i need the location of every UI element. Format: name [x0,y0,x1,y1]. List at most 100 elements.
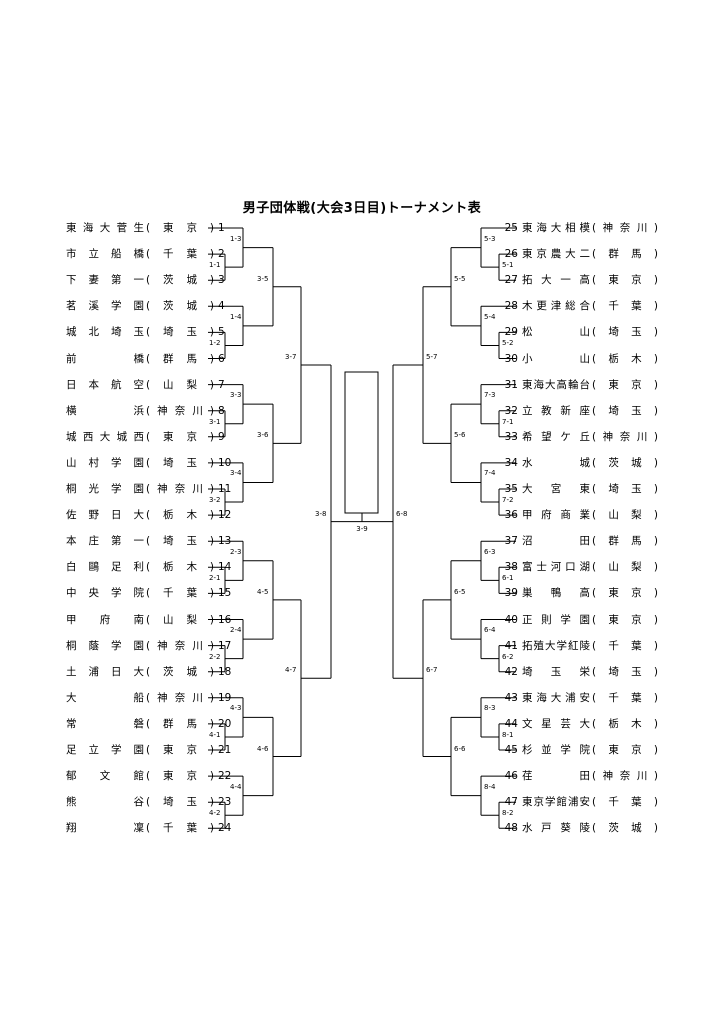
team-name: 小山 [522,352,590,365]
team-prefecture: (東京) [592,744,658,756]
team-name: 杉並学院 [522,744,590,756]
match-label: 6-2 [502,652,514,661]
match-label: 3-9 [356,524,368,533]
team-prefecture: (埼玉) [146,535,214,548]
team-prefecture: (山梨) [146,378,214,391]
team-seed: 35 [504,483,518,495]
team-entry: 足立学園(東京)21 [66,743,231,757]
team-name: 日本航空 [66,378,144,391]
team-entry: 日本航空(山梨)7 [66,378,225,392]
team-entry: 市立船橋(千葉)2 [66,247,225,261]
team-seed: 16 [218,613,232,626]
team-name: 立教新座 [522,404,590,417]
team-prefecture: (千葉) [146,248,214,261]
team-entry: 中央学院(千葉)15 [66,586,231,600]
team-prefecture: (東京) [592,613,658,626]
team-prefecture: (山梨) [592,561,658,574]
match-label: 2-4 [230,626,242,635]
team-seed: 30 [504,352,518,365]
match-label: 1-1 [209,261,221,270]
team-prefecture: (神奈川) [146,691,214,704]
match-label: 5-4 [484,312,496,321]
team-prefecture: (群馬) [146,717,214,730]
team-name: 希望ケ丘 [522,430,590,443]
team-seed: 34 [504,456,518,469]
team-entry: 茗溪学園(茨城)4 [66,299,225,313]
team-seed: 37 [504,535,518,548]
match-label: 1-3 [230,234,242,243]
team-prefecture: (埼玉) [592,404,658,417]
team-prefecture: (東京) [146,430,214,443]
team-seed: 48 [504,822,518,835]
team-prefecture: (千葉) [592,639,658,652]
team-prefecture: (東京) [146,222,214,234]
team-seed: 31 [504,378,518,391]
match-label: 4-2 [209,809,221,818]
team-prefecture: (神奈川) [146,483,214,495]
team-prefecture: (千葉) [592,796,658,809]
team-entry: 城北埼玉(埼玉)5 [66,325,225,339]
team-prefecture: (群馬) [592,535,658,548]
team-seed: 18 [218,665,232,678]
match-label: 7-1 [502,417,514,426]
team-name: 正則学園 [522,613,590,626]
match-label: 5-3 [484,234,496,243]
team-name: 水戸葵陵 [522,822,590,835]
match-label: 3-7 [285,353,297,362]
team-name: 東京学館浦安 [522,796,590,809]
team-name: 拓大一高 [522,274,590,287]
team-name: 白鷗足利 [66,561,144,574]
match-label: 4-1 [209,730,221,739]
team-seed: 46 [504,770,518,783]
team-name: 城西大城西 [66,430,144,443]
team-prefecture: (茨城) [592,456,658,469]
team-prefecture: (茨城) [146,665,214,678]
team-name: 東京農大二 [522,248,590,261]
team-name: 足立学園 [66,744,144,756]
team-entry: 郁文館(東京)22 [66,769,231,783]
team-prefecture: (埼玉) [592,665,658,678]
match-label: 4-4 [230,782,242,791]
team-entry: 本庄第一(埼玉)13 [66,534,231,548]
team-prefecture: (栃木) [146,509,214,522]
match-label: 3-1 [209,417,221,426]
team-seed: 43 [504,691,518,704]
team-entry: 白鷗足利(栃木)14 [66,560,231,574]
team-seed: 27 [504,274,518,287]
match-label: 4-5 [257,587,269,596]
team-prefecture: (東京) [146,744,214,756]
match-label: 3-2 [209,496,221,505]
team-name: 市立船橋 [66,248,144,261]
team-name: 富士河口湖 [522,561,590,574]
match-label: 6-6 [454,744,466,753]
team-name: 常磐 [66,717,144,730]
team-seed: 26 [504,248,518,261]
match-label: 3-8 [315,509,327,518]
team-prefecture: (埼玉) [146,326,214,339]
team-name: 桐光学園 [66,483,144,495]
team-entry: 下妻第一(茨城)3 [66,273,225,287]
team-prefecture: (栃木) [146,561,214,574]
team-seed: 29 [504,326,518,339]
match-label: 5-1 [502,261,514,270]
team-prefecture: (東京) [146,770,214,783]
match-label: 5-7 [426,353,438,362]
team-name: 拓殖大学紅陵 [522,639,590,652]
team-name: 茗溪学園 [66,300,144,313]
team-entry: 東海大菅生(東京)1 [66,221,225,235]
team-prefecture: (神奈川) [592,770,658,783]
team-prefecture: (神奈川) [146,639,214,652]
team-seed: 11 [218,483,232,495]
match-label: 8-2 [502,809,514,818]
match-label: 7-2 [502,496,514,505]
team-name: 甲府南 [66,613,144,626]
